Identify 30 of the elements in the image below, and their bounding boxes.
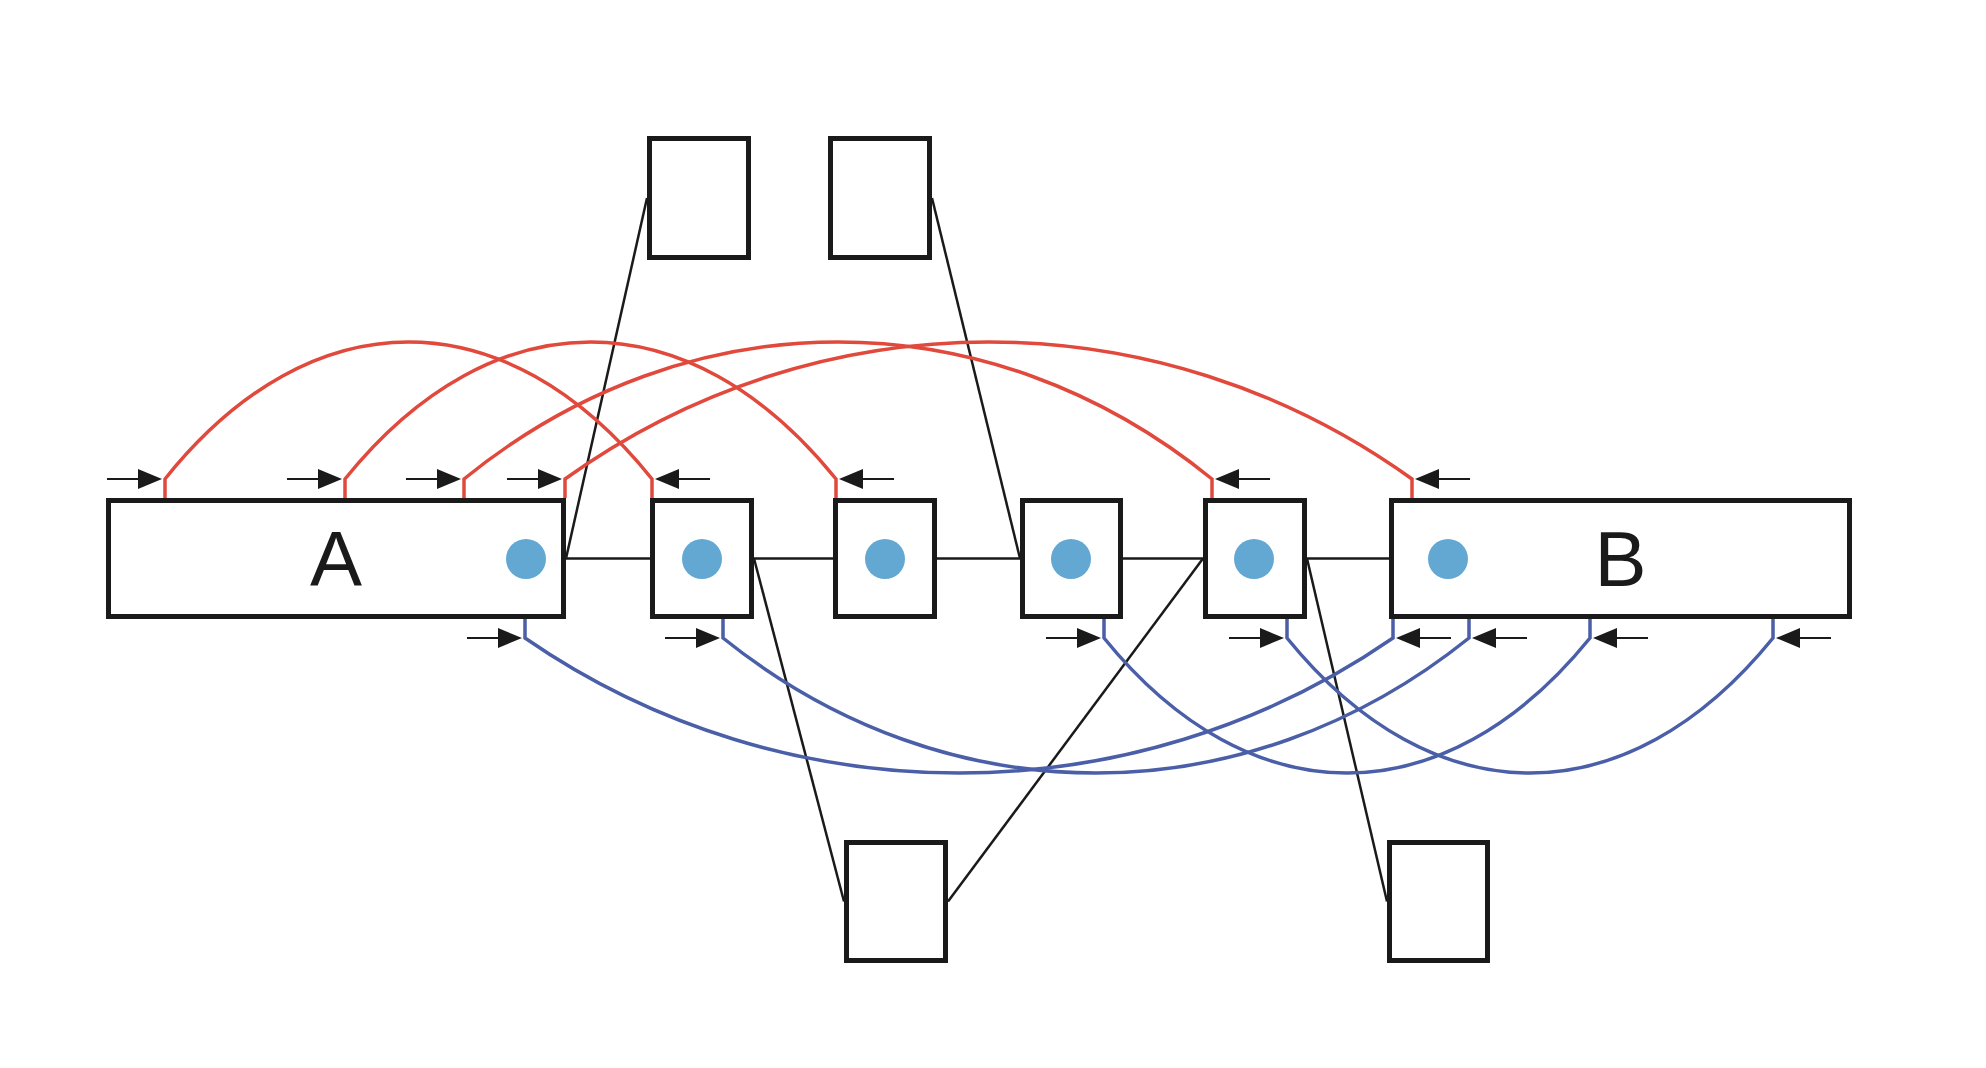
labeled-box [1389,498,1852,619]
empty-box [833,498,937,619]
empty-box [1020,498,1123,619]
connector-line [947,557,1204,903]
empty-box [828,136,932,260]
curved-connector [1102,619,1592,775]
curved-connector [1285,619,1775,775]
connector-line [937,557,1020,560]
connector-line [1305,558,1389,902]
empty-box [647,136,751,260]
curved-connector [721,619,1471,775]
empty-box [1387,840,1490,963]
connector-line [1307,557,1389,560]
curved-connector [163,340,654,498]
connector-line [930,197,1022,559]
box-label: A [310,519,362,598]
connector-line [752,558,846,902]
empty-box [844,840,948,963]
box-label: B [1594,519,1647,598]
empty-box [650,498,754,619]
curved-connector [563,340,1414,498]
empty-box [1203,498,1307,619]
connector-line [564,197,649,559]
connector-line [754,557,833,560]
labeled-box [106,498,566,619]
curved-connector [462,340,1214,498]
connector-line [1123,557,1203,560]
curved-connector [523,619,1395,775]
connector-line [566,557,650,560]
curved-connector [343,340,838,498]
